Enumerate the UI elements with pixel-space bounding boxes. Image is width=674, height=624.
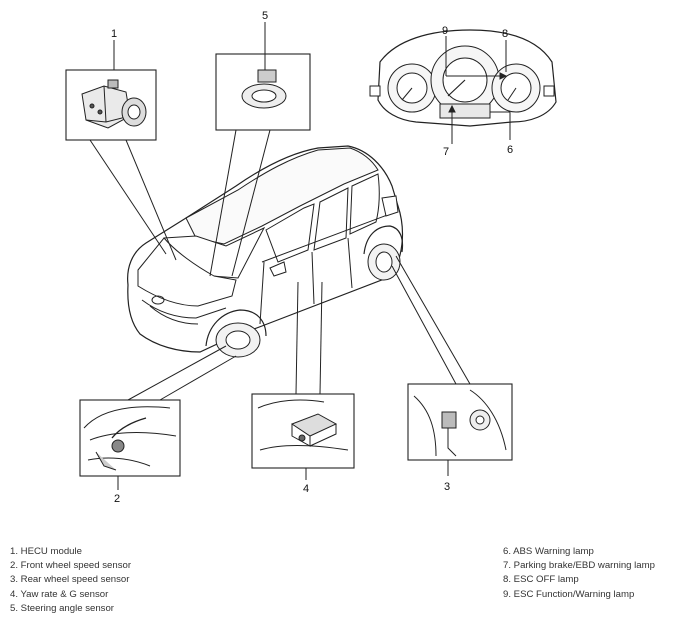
callout-1: 1 xyxy=(111,28,117,40)
leader-line-1 xyxy=(89,139,167,255)
callout-8: 8 xyxy=(502,28,508,40)
callout-9: 9 xyxy=(442,25,448,37)
legend-item-3: 3. Rear wheel speed sensor xyxy=(10,574,130,586)
instrument-cluster-inset xyxy=(369,29,557,127)
legend-item-1: 1. HECU module xyxy=(10,546,82,557)
legend-item-5: 5. Steering angle sensor xyxy=(10,602,114,614)
callout-7: 7 xyxy=(443,146,449,158)
legend-item-7: 7. Parking brake/EBD warning lamp xyxy=(503,560,655,572)
callout-3: 3 xyxy=(444,481,450,493)
callout-2: 2 xyxy=(114,493,120,505)
callout-6: 6 xyxy=(507,144,513,156)
yaw-rate-sensor-inset xyxy=(251,393,355,469)
steering-angle-sensor-inset xyxy=(215,53,311,131)
legend-item-6: 6. ABS Warning lamp xyxy=(503,546,594,557)
legend-item-8: 8. ESC OFF lamp xyxy=(503,574,579,586)
legend-item-9: 9. ESC Function/Warning lamp xyxy=(503,588,635,600)
hecu-module-inset xyxy=(65,69,157,141)
component-location-diagram: 1 5 9 8 7 6 2 4 3 xyxy=(65,10,557,505)
rear-wheel-speed-sensor-inset xyxy=(407,383,513,461)
legend-item-4: 4. Yaw rate & G sensor xyxy=(10,588,109,600)
legend-item-2: 2. Front wheel speed sensor xyxy=(10,560,132,572)
legend-right: 6. ABS Warning lamp 7. Parking brake/EBD… xyxy=(503,545,655,602)
callout-5: 5 xyxy=(262,10,268,22)
car-illustration xyxy=(127,145,404,358)
legend-left: 1. HECU module 2. Front wheel speed sens… xyxy=(10,545,131,616)
front-wheel-speed-sensor-inset xyxy=(79,399,181,477)
callout-4: 4 xyxy=(303,483,309,495)
